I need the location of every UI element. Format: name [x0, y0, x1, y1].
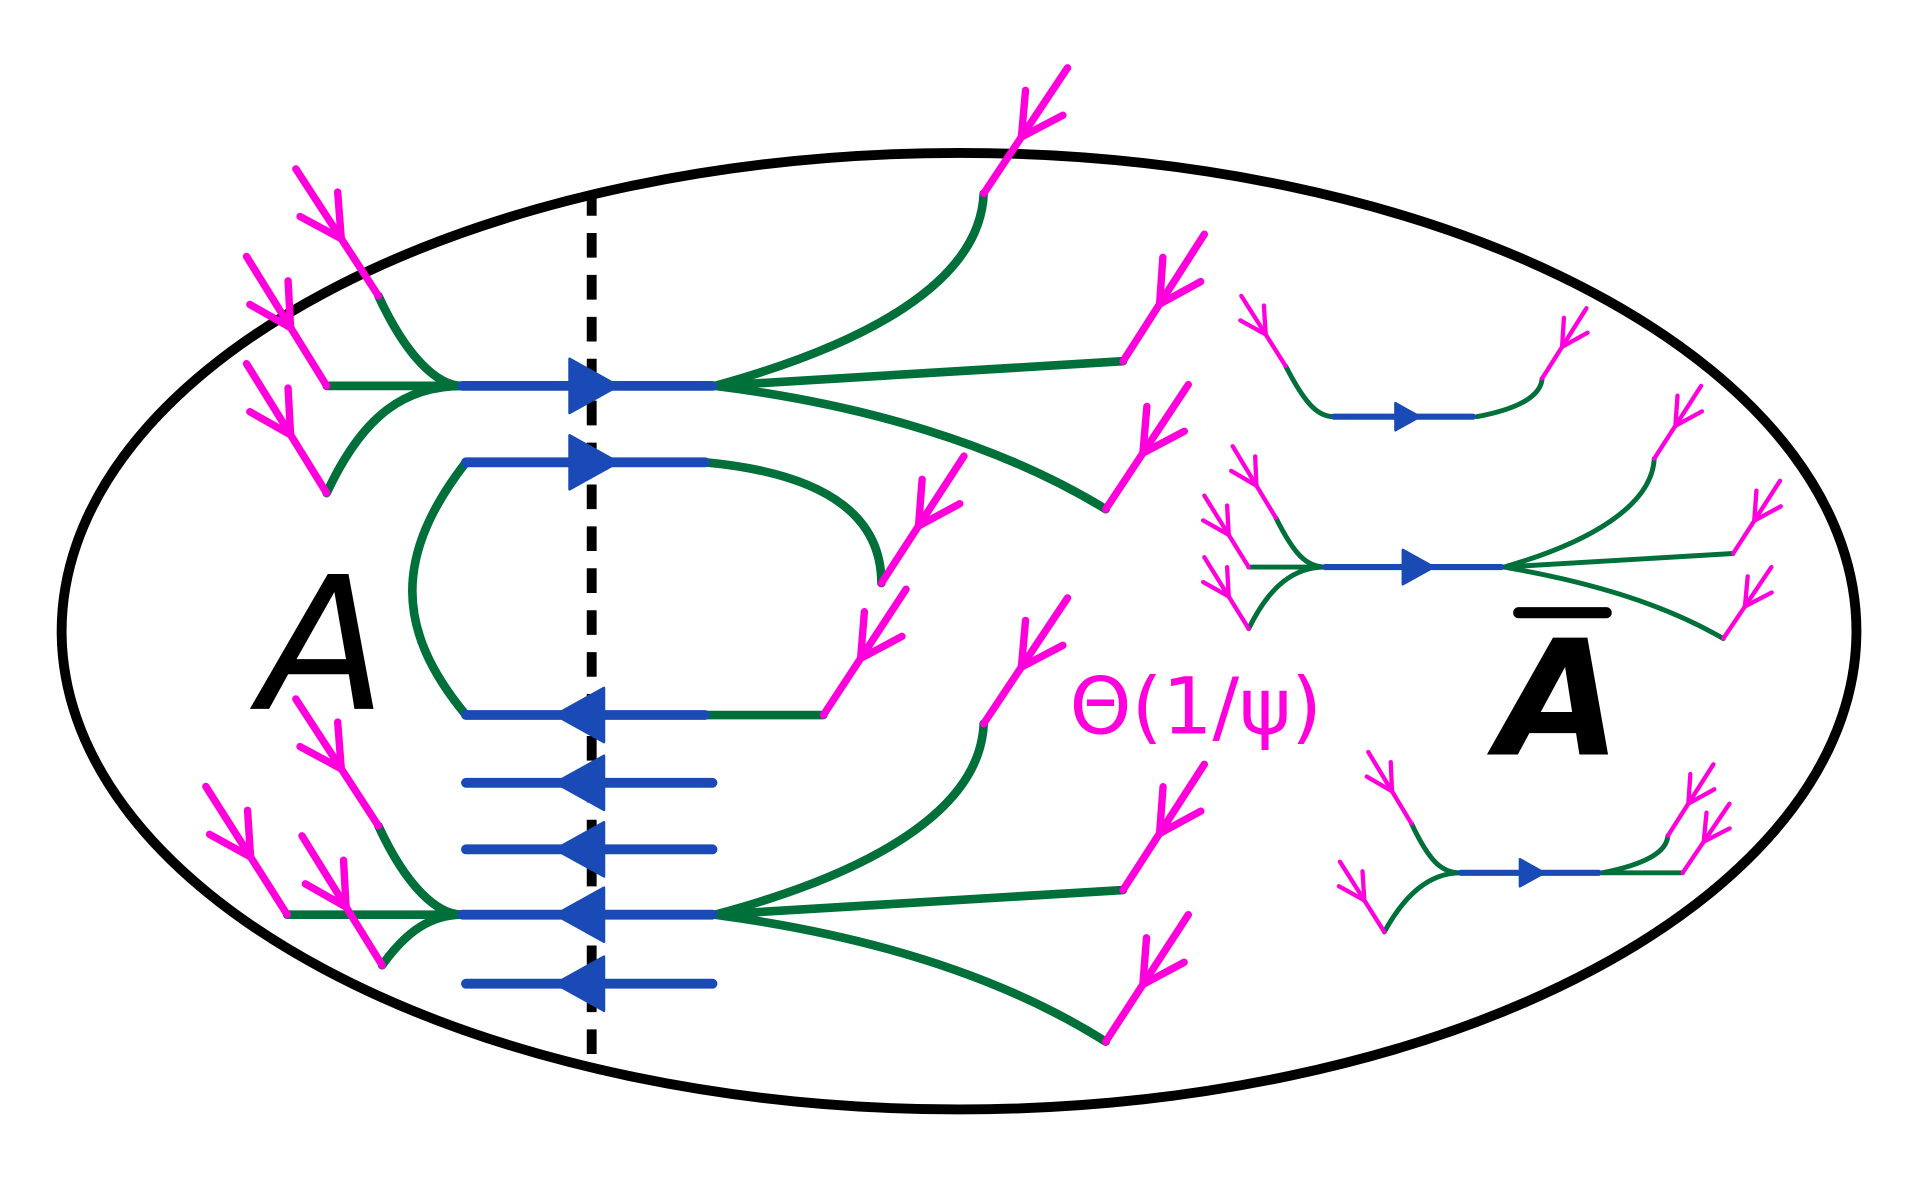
tree-edge: [1273, 515, 1328, 570]
tree-edge: [1246, 564, 1328, 632]
tree-edge: [1501, 551, 1736, 570]
leg-arrowhead-icon: [1017, 111, 1067, 141]
leg-arrowhead-icon: [1673, 409, 1705, 429]
tree-edge: [710, 381, 1111, 514]
leg-arrowhead-icon: [914, 500, 964, 530]
arrow-right-icon: [1518, 857, 1546, 888]
arrow-right-icon: [568, 357, 620, 415]
leg-arrowhead-icon: [1139, 402, 1151, 457]
leg-arrowhead-icon: [1017, 616, 1030, 671]
tree-edge: [374, 821, 467, 920]
leg-arrowhead-icon: [284, 277, 295, 332]
leg-arrowhead-icon: [246, 300, 295, 332]
leg-arrowhead-icon: [1229, 468, 1259, 488]
tree-edge: [408, 457, 471, 720]
leg-arrowhead-icon: [1559, 330, 1590, 350]
leg-arrowhead-icon: [1388, 759, 1395, 794]
leg-arrowhead-icon: [296, 742, 345, 773]
tree-edge: [1408, 821, 1464, 876]
leg-arrowhead-icon: [1742, 574, 1750, 609]
tree-edge: [700, 457, 886, 588]
leg-arrowhead-icon: [1200, 518, 1231, 538]
tree-edge: [710, 910, 1111, 1046]
leg-arrowhead-icon: [333, 188, 345, 243]
leg-arrowhead-icon: [1200, 579, 1231, 599]
leg-arrowhead-icon: [1017, 86, 1030, 141]
leg-arrowhead-icon: [1752, 504, 1783, 523]
arrow-left-icon: [553, 686, 606, 744]
leg-arrowhead-icon: [1336, 884, 1367, 903]
tree-edge: [710, 356, 1128, 391]
arrow-left-icon: [553, 754, 606, 812]
tree-edge: [1600, 833, 1671, 876]
leg-arrowhead-icon: [284, 384, 295, 439]
leg-arrowhead-icon: [856, 608, 869, 663]
leg-arrowhead-icon: [1701, 810, 1709, 844]
leg-arrowhead-icon: [1224, 503, 1231, 538]
leg-arrowhead-icon: [301, 880, 350, 911]
label-region-a: A: [250, 537, 386, 753]
label-region-a-bar: A: [1486, 605, 1621, 792]
tree-edge: [377, 910, 467, 970]
tree-edge: [1283, 363, 1337, 420]
leg-arrowhead-icon: [1253, 454, 1259, 488]
tree-edge: [710, 189, 989, 391]
leg-arrowhead-icon: [1155, 807, 1205, 838]
leg-arrowhead-icon: [1155, 783, 1167, 838]
leg-arrowhead-icon: [1139, 934, 1151, 989]
tree-edge: [1381, 870, 1464, 935]
leg-arrowhead-icon: [296, 212, 345, 243]
leg-arrowhead-icon: [1139, 427, 1189, 457]
tree-edge: [1474, 376, 1545, 420]
leg-arrowhead-icon: [333, 718, 345, 773]
leg-arrowhead-icon: [205, 830, 255, 861]
tree-edge: [1501, 564, 1726, 642]
leg-arrowhead-icon: [339, 856, 350, 911]
tree-edge: [710, 885, 1128, 920]
leg-arrowhead-icon: [1017, 641, 1067, 671]
leg-arrowhead-icon: [1752, 488, 1759, 523]
leg-arrowhead-icon: [1686, 787, 1717, 806]
leg-arrowhead-icon: [243, 806, 255, 861]
leg-arrowhead-icon: [1742, 590, 1774, 609]
arrow-left-icon: [553, 955, 606, 1013]
label-scaling: Θ(1/ψ): [1070, 660, 1322, 752]
arrow-right-icon: [568, 433, 620, 491]
tree-edge: [710, 719, 989, 920]
leg-arrowhead-icon: [1364, 774, 1395, 794]
leg-arrowhead-icon: [1360, 869, 1367, 903]
leg-arrowhead-icon: [1155, 253, 1167, 308]
arrow-left-icon: [553, 886, 606, 944]
tree-edge: [322, 381, 467, 498]
leg-arrowhead-icon: [246, 408, 295, 439]
leg-arrowhead-icon: [1701, 826, 1732, 844]
leg-arrowhead-icon: [1559, 315, 1567, 350]
leg-arrowhead-icon: [1224, 564, 1231, 599]
arrow-right-icon: [1401, 548, 1436, 586]
leg-arrowhead-icon: [1155, 277, 1205, 308]
leg-arrowhead-icon: [856, 632, 906, 663]
leg-arrowhead-icon: [914, 475, 926, 530]
leg-arrowhead-icon: [1673, 393, 1680, 429]
leg-arrowhead-icon: [1238, 318, 1268, 337]
leg-arrowhead-icon: [1139, 958, 1188, 989]
tree-edge: [1501, 456, 1657, 570]
leg-arrowhead-icon: [1686, 771, 1693, 806]
tree-edge: [374, 291, 467, 391]
arrow-right-icon: [1394, 401, 1422, 432]
arrow-left-icon: [553, 821, 606, 878]
leg-arrowhead-icon: [1261, 303, 1268, 337]
boundary-ellipse: [56, 147, 1862, 1115]
